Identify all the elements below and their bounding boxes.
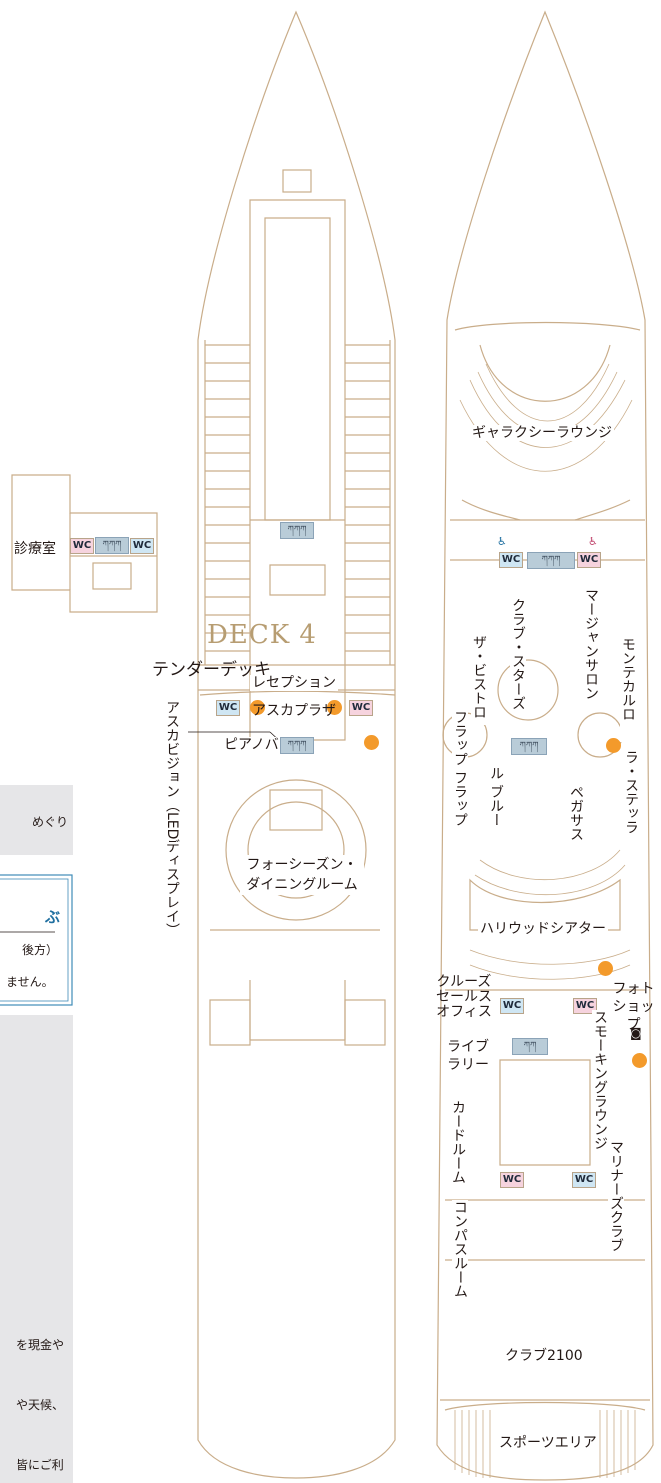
wc-icon: WC: [499, 552, 523, 568]
elevator-icon: ཀཀཀ: [280, 737, 314, 754]
cruise-sales-text: クルーズセールスオフィス: [436, 974, 492, 1020]
deck-subtitle: テンダーデッキ: [152, 660, 271, 680]
dining-label: フォーシーズン・ダイニングルーム: [246, 857, 358, 893]
sports-area-label: スポーツエリア: [497, 1435, 599, 1451]
info-text: めぐり: [32, 815, 69, 829]
smoking-lounge-label: スモーキングラウンジ: [592, 1010, 608, 1150]
wc-icon: WC: [130, 538, 154, 554]
accessible-icon: ♿: [497, 535, 507, 548]
elevator-icon: ཀཀཀ: [280, 522, 314, 539]
wc-icon: WC: [577, 552, 601, 568]
club-stars-label: クラブ・スターズ: [510, 598, 526, 710]
info-text: ません。: [6, 975, 54, 989]
club2100-label: クラブ2100: [503, 1348, 585, 1364]
piano-bar-label: ピアノバー: [222, 737, 295, 753]
wc-icon: WC: [70, 538, 94, 554]
medical-block-outline: [11, 474, 158, 613]
medical-room-label: 診療室: [14, 541, 56, 557]
library-text: ライブラリー: [447, 1039, 489, 1073]
wc-icon: WC: [572, 1172, 596, 1188]
photo-shop-text: フォトショップ: [612, 981, 655, 1033]
mariners-club-label: マリナーズクラブ: [608, 1140, 624, 1252]
bistro-label: ザ・ビストロ: [471, 635, 487, 725]
reception-label: レセプション: [250, 675, 338, 691]
pegasus-label: ペガサス: [568, 785, 584, 865]
deck-title: DECK 4: [207, 620, 317, 650]
hollywood-theater-label: ハリウッドシアター: [478, 921, 608, 937]
info-text: 後方）: [22, 943, 59, 957]
info-text: や天候、: [16, 1398, 65, 1412]
elevator-icon: ཀཀ: [512, 1038, 548, 1055]
info-point-icon: [364, 735, 379, 750]
mahjong-label: マージャンサロン: [583, 588, 599, 700]
camera-icon: ◙: [630, 1026, 642, 1040]
wc-icon: WC: [573, 998, 597, 1014]
accessible-icon: ♿: [588, 535, 598, 548]
left-ship-hull: [197, 10, 396, 1479]
card-room-label: カードルーム: [450, 1100, 466, 1190]
wc-icon: WC: [500, 998, 524, 1014]
library-label: ライブラリー: [447, 1038, 497, 1074]
dining-label-1: フォーシーズン・ダイニングルーム: [240, 855, 364, 895]
plaza-label: アスカプラザ: [252, 703, 336, 719]
info-point-icon: [598, 961, 613, 976]
wc-icon: WC: [500, 1172, 524, 1188]
wc-icon: WC: [349, 700, 373, 716]
elevator-icon: ཀཀཀ: [527, 552, 575, 569]
right-ship-hull: [436, 10, 654, 1481]
le-bleu-label: ル ブルー: [488, 766, 504, 856]
info-text: 皆にご利: [16, 1458, 64, 1472]
cruise-sales-label: クルーズセールスオフィス: [432, 975, 496, 1020]
compass-room-label: コンパスルーム: [452, 1200, 468, 1298]
info-point-icon: [250, 700, 265, 715]
galaxy-lounge-label: ギャラクシーラウンジ: [470, 425, 614, 441]
info-title: ぶ: [45, 908, 61, 926]
photo-shop-label: フォトショップ: [606, 980, 661, 1034]
info-text: を現金や: [16, 1338, 65, 1352]
vision-label: アスカビジョン（LEDディスプレイ）: [164, 700, 180, 938]
flap-flap-label: フラップ フラップ: [452, 710, 468, 827]
elevator-icon: ཀཀཀ: [511, 738, 547, 755]
info-point-icon: [606, 738, 621, 753]
info-point-icon: [327, 700, 342, 715]
stella-label: ラ・ステッラ: [623, 750, 639, 840]
monte-carlo-label: モンテカルロ: [620, 637, 636, 742]
elevator-icon: ཀཀཀ: [95, 537, 129, 554]
info-point-icon: [632, 1053, 647, 1068]
wc-icon: WC: [216, 700, 240, 716]
